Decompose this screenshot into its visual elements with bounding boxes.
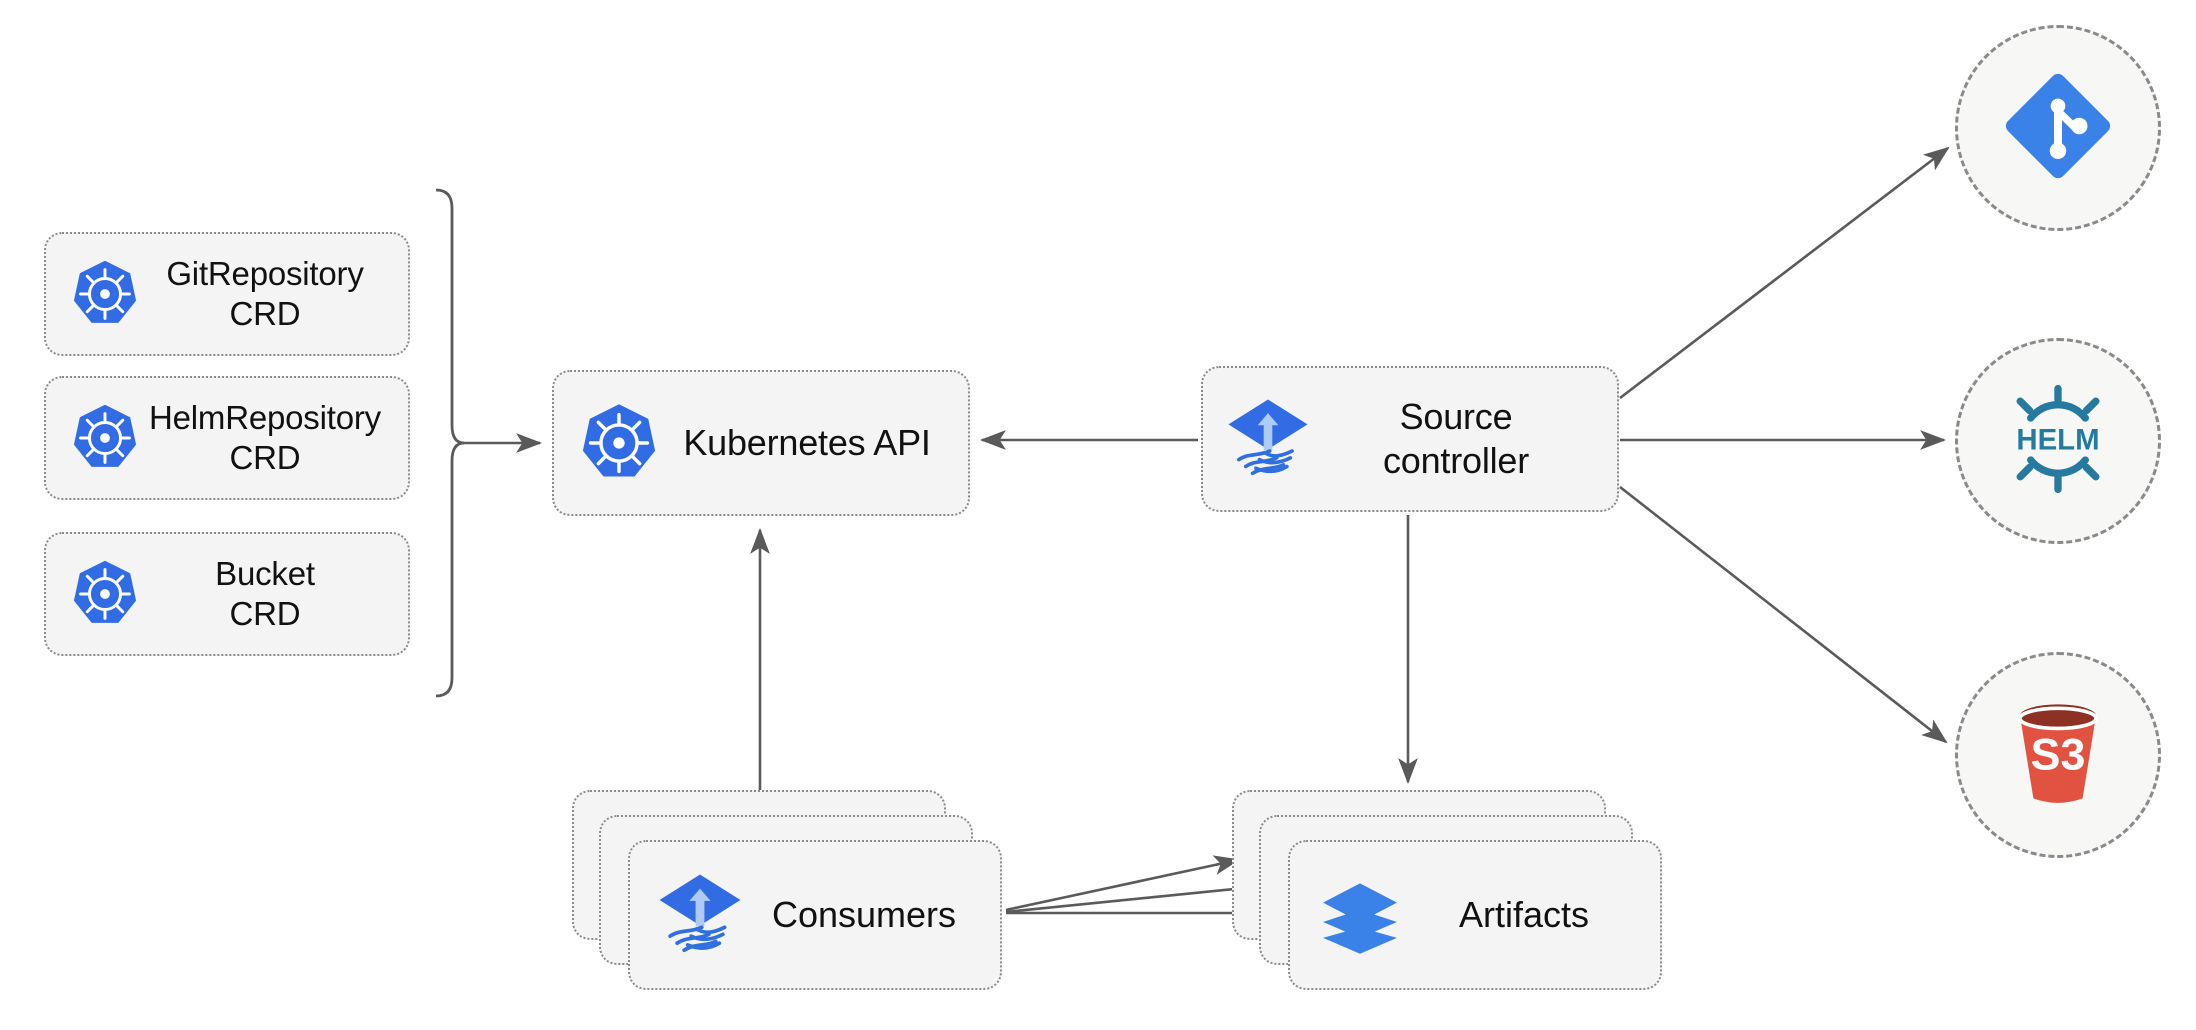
node-source-controller[interactable]: Source controller bbox=[1201, 366, 1619, 512]
node-label: Kubernetes API bbox=[683, 422, 931, 464]
edge-consumers-to-artifacts-1 bbox=[1005, 855, 1241, 912]
node-kubernetes-api[interactable]: Kubernetes API bbox=[552, 370, 970, 516]
kubernetes-icon bbox=[68, 557, 142, 631]
crd-group-bracket bbox=[435, 188, 465, 698]
git-icon bbox=[1999, 67, 2117, 190]
stack-card-front[interactable]: Artifacts bbox=[1288, 840, 1662, 990]
flux-icon bbox=[656, 871, 744, 959]
crd-card-label: Bucket CRD bbox=[215, 554, 315, 632]
flux-icon bbox=[1225, 396, 1311, 482]
crd-card-bucket[interactable]: Bucket CRD bbox=[44, 532, 410, 656]
node-artifacts-group[interactable]: Artifacts bbox=[1232, 790, 1662, 990]
crd-card-label: GitRepository CRD bbox=[166, 254, 364, 332]
crd-card-gitrepository[interactable]: GitRepository CRD bbox=[44, 232, 410, 356]
external-s3[interactable]: S3 bbox=[1955, 652, 2161, 858]
node-label: Artifacts bbox=[1458, 894, 1590, 935]
helm-wordmark: HELM bbox=[2016, 423, 2099, 456]
stack-card-front[interactable]: Consumers bbox=[628, 840, 1002, 990]
edge-src-to-s3 bbox=[1619, 485, 1948, 744]
node-label: Source controller bbox=[1382, 396, 1530, 481]
edge-consumers-to-artifacts-2 bbox=[1005, 878, 1267, 914]
layers-icon bbox=[1316, 871, 1404, 959]
crd-card-helmrepository[interactable]: HelmRepository CRD bbox=[44, 376, 410, 500]
edge-src-to-git bbox=[1619, 146, 1950, 400]
s3-wordmark: S3 bbox=[2031, 730, 2086, 779]
crd-card-label: HelmRepository CRD bbox=[149, 398, 381, 476]
external-git[interactable] bbox=[1955, 25, 2161, 231]
node-label: Consumers bbox=[771, 894, 957, 935]
node-consumers-group[interactable]: Consumers bbox=[572, 790, 1002, 990]
external-helm[interactable]: HELM bbox=[1955, 338, 2161, 544]
s3-bucket-icon: S3 bbox=[2002, 691, 2114, 819]
kubernetes-icon bbox=[68, 257, 142, 331]
kubernetes-icon bbox=[68, 401, 142, 475]
kubernetes-icon bbox=[576, 400, 662, 486]
helm-icon: HELM bbox=[1995, 376, 2121, 507]
